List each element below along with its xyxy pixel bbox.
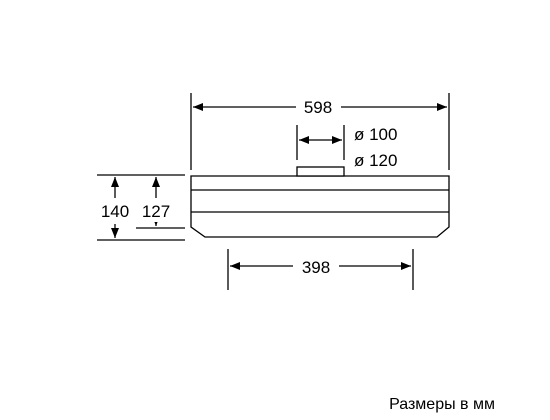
height-body-label: 127: [142, 202, 170, 221]
height-body-label-bg: [140, 200, 172, 222]
duct-large-label: ø 120: [354, 151, 397, 170]
duct-dimension: [296, 125, 345, 160]
width-dimension: [190, 93, 450, 170]
height-total-label: 140: [101, 202, 129, 221]
bottom-width-label: 398: [302, 258, 330, 277]
bottom-width-dimension: [227, 249, 414, 290]
duct-small-label: ø 100: [354, 125, 397, 144]
width-label: 598: [304, 98, 332, 117]
units-caption: Размеры в мм: [389, 396, 495, 413]
height-total-label-bg: [99, 200, 131, 222]
hood-body: [190, 175, 450, 238]
height-dimension: [97, 174, 185, 241]
duct-collar: [296, 166, 345, 177]
